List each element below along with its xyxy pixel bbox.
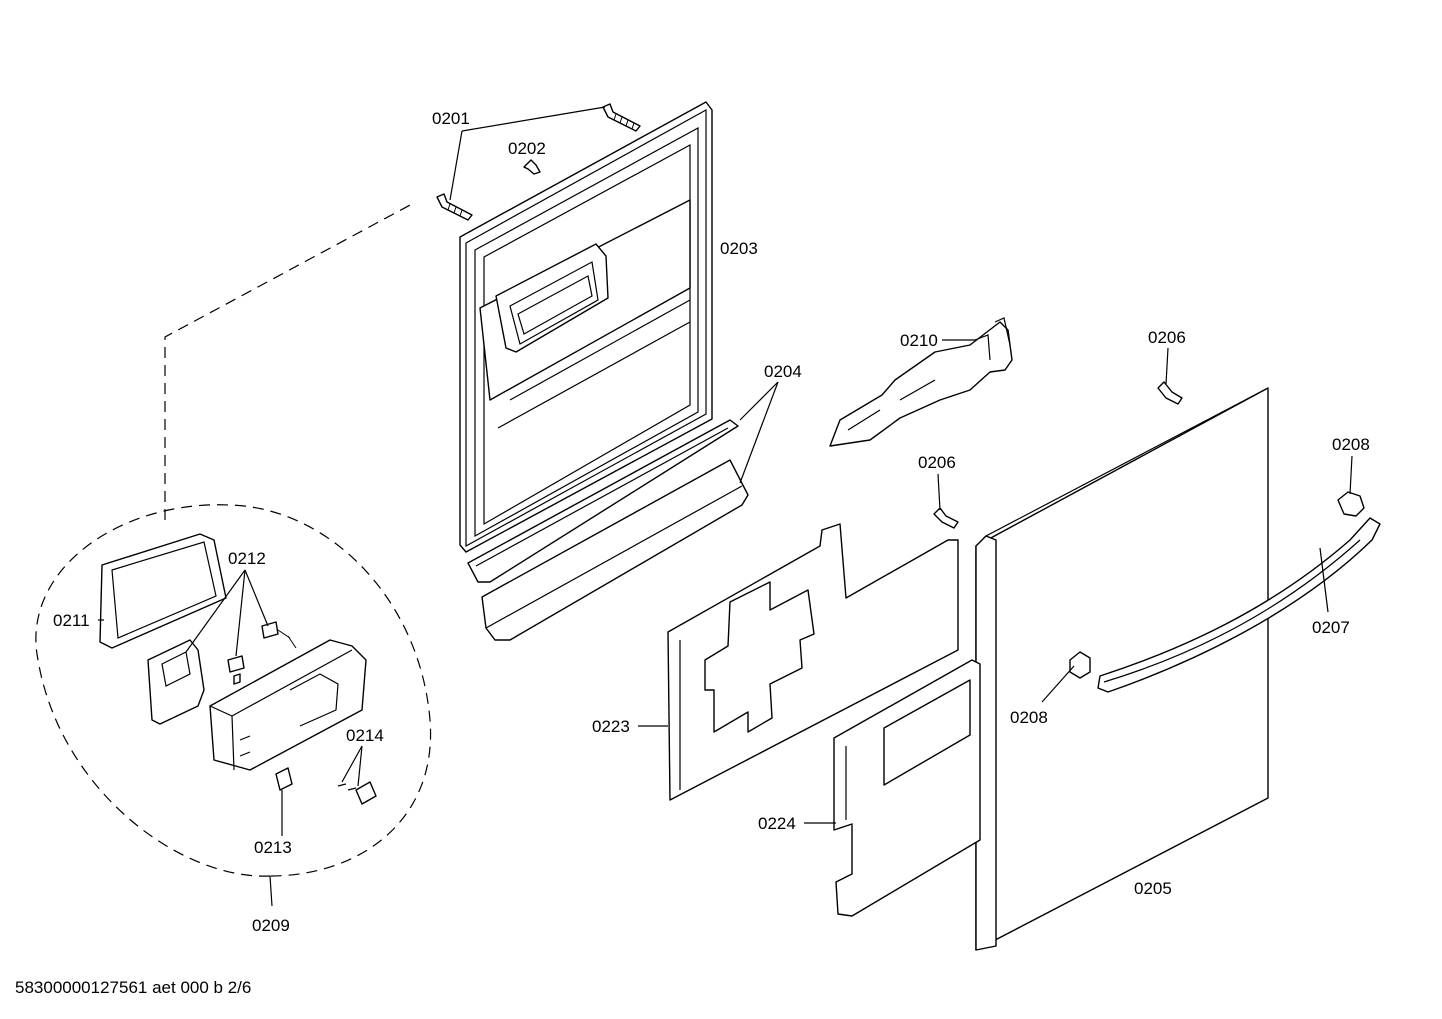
group-boundary-0209 <box>35 504 432 877</box>
leader-0209 <box>269 875 273 907</box>
callout-0211: 0211 <box>53 611 90 630</box>
switch-0213 <box>275 767 293 791</box>
screw-0201-top <box>602 103 641 132</box>
screw-0206-lower <box>933 507 959 529</box>
insulation-panel-0223 <box>667 523 959 801</box>
callout-0224: 0224 <box>758 814 796 833</box>
callout-0204: 0204 <box>764 362 802 381</box>
switch-0214 <box>337 781 377 805</box>
clip-0212-b <box>261 621 297 649</box>
leader-0214-b <box>357 745 363 787</box>
screw-0201-bottom <box>436 193 473 221</box>
end-cap-0208-lower <box>1069 651 1091 679</box>
callout-0208-upper: 0208 <box>1332 435 1370 454</box>
hinge-bracket-0210 <box>829 317 1013 447</box>
callout-0205: 0205 <box>1134 879 1172 898</box>
callout-0207: 0207 <box>1312 618 1350 637</box>
leader-0214-a <box>341 745 363 783</box>
callout-0206-lower: 0206 <box>918 453 956 472</box>
leader-0206-upper <box>1165 347 1169 385</box>
leader-0204-b <box>739 381 779 484</box>
clip-0212-a <box>227 655 245 685</box>
display-frame-0211 <box>99 533 227 649</box>
screw-0206-upper <box>1157 381 1183 405</box>
callout-0203: 0203 <box>720 239 758 258</box>
callout-0223: 0223 <box>592 717 630 736</box>
leader-0212-a <box>185 569 246 653</box>
screw-0202 <box>523 159 541 175</box>
leader-0208-lower <box>1041 665 1075 703</box>
leader-0212-c <box>244 569 269 627</box>
control-module <box>209 639 367 771</box>
callout-0208-lower: 0208 <box>1010 708 1048 727</box>
leader-0204-a <box>739 381 779 421</box>
callout-0213: 0213 <box>254 838 292 857</box>
callout-0201: 0201 <box>432 109 470 128</box>
leader-0201-bottom <box>449 130 463 201</box>
leader-0207 <box>1319 547 1329 613</box>
kick-strip-0204 <box>467 419 749 641</box>
end-cap-0208-upper <box>1337 491 1365 517</box>
callout-0214: 0214 <box>346 726 384 745</box>
leader-0201-top <box>461 106 606 132</box>
callout-0206-upper: 0206 <box>1148 328 1186 347</box>
dashed-leader-0209 <box>164 203 413 520</box>
door-handle-0207 <box>1097 517 1381 693</box>
callout-0212: 0212 <box>228 549 266 568</box>
inner-door-0203 <box>459 101 713 553</box>
callout-0210: 0210 <box>900 331 938 350</box>
leader-0208-upper <box>1349 455 1353 495</box>
bracket-0212 <box>147 639 205 725</box>
callout-0209: 0209 <box>252 916 290 935</box>
callout-0202: 0202 <box>508 139 546 158</box>
leader-0212-b <box>235 569 246 657</box>
document-code: 58300000127561 aet 000 b 2/6 <box>15 978 252 997</box>
insulation-panel-0224 <box>833 659 981 917</box>
leader-0206-lower <box>937 473 941 511</box>
